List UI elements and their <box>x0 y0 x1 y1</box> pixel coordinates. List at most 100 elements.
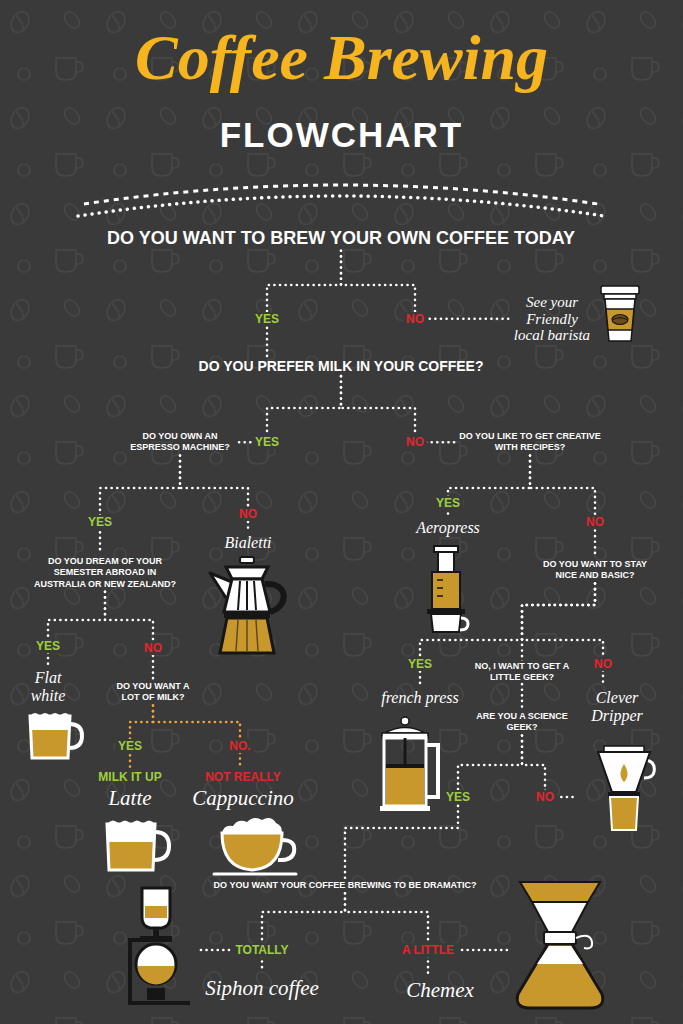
moka-pot-icon <box>210 557 284 653</box>
question-node: ARE YOU A SCIENCE GEEK? <box>466 709 578 736</box>
edge-label: NO <box>403 435 427 449</box>
node-text: DO YOU DREAM OF YOUR SEMESTER ABROAD IN … <box>28 556 182 590</box>
edge-label: YES <box>115 739 145 753</box>
connector <box>522 584 595 710</box>
node-text: DO YOU WANT TO BREW YOUR OWN COFFEE TODA… <box>107 228 575 249</box>
question-node: DO YOU DREAM OF YOUR SEMESTER ABROAD IN … <box>26 554 184 592</box>
edge-label: YES <box>405 657 435 671</box>
aeropress-icon <box>438 552 454 572</box>
connector <box>262 893 345 972</box>
edge-label: A LITTLE <box>399 943 457 957</box>
takeaway-cup-icon <box>613 318 627 320</box>
result-node: Bialetti <box>222 532 273 554</box>
connector <box>420 584 595 688</box>
takeaway-cup-icon <box>605 299 635 341</box>
moka-pot-icon <box>238 581 256 610</box>
chemex-icon <box>517 882 603 1008</box>
french-press-icon <box>426 745 438 797</box>
node-text: DO YOU WANT A LOT OF MILK? <box>108 681 198 704</box>
chemex-icon <box>537 946 583 964</box>
flat-white-cup-icon <box>30 716 70 730</box>
clever-dripper-icon <box>598 746 654 830</box>
aeropress-icon <box>432 572 460 609</box>
siphon-icon <box>130 888 190 1003</box>
result-node: Flat white <box>22 667 74 706</box>
edge-label: NO <box>583 515 607 529</box>
node-text: Siphon coffee <box>205 977 319 1000</box>
node-text: DO YOU LIKE TO GET CREATIVE WITH RECIPES… <box>459 431 601 454</box>
result-node: Siphon coffee <box>203 972 321 1002</box>
title-divider <box>78 185 604 216</box>
connector <box>345 736 522 879</box>
result-node: NOT REALLYCappuccino <box>190 768 295 812</box>
latte-glass-icon <box>154 832 169 860</box>
chemex-icon <box>576 936 592 949</box>
clever-dripper-icon <box>598 752 650 792</box>
edge-label: NO <box>236 507 260 521</box>
french-press-icon <box>386 764 424 768</box>
edge-label: NO. <box>226 739 253 753</box>
edge-label: NO <box>403 312 427 326</box>
latte-glass-icon <box>107 824 155 870</box>
subtitle: FLOWCHART <box>0 117 683 152</box>
moka-pot-icon <box>226 567 268 579</box>
connector <box>522 736 576 798</box>
moka-pot-icon <box>265 584 284 612</box>
edge-label: YES <box>33 639 63 653</box>
french-press-icon <box>380 717 438 811</box>
flat-white-cup-icon <box>69 724 82 748</box>
latte-glass-icon <box>107 821 155 825</box>
siphon-icon <box>130 938 190 1003</box>
node-text: See your Friendly local barista <box>512 294 592 344</box>
aeropress-icon <box>427 546 468 632</box>
french-press-icon <box>386 768 424 805</box>
connector <box>530 456 595 558</box>
result-node: MILK IT UPLatte <box>96 768 163 812</box>
edge-label: YES <box>252 312 282 326</box>
connector <box>345 893 428 974</box>
title-divider <box>84 185 598 204</box>
takeaway-cup-icon <box>612 315 628 325</box>
french-press-icon <box>401 717 409 725</box>
french-press-icon <box>385 728 425 734</box>
node-text: Cappuccino <box>192 787 293 810</box>
flat-white-cup-icon <box>30 716 70 758</box>
connector <box>105 592 153 679</box>
chemex-icon <box>520 882 600 902</box>
edge-label: YES <box>443 790 473 804</box>
node-text: DO YOU OWN AN ESPRESSO MACHINE? <box>126 431 234 454</box>
question-node: DO YOU WANT TO STAY NICE AND BASIC? <box>534 557 656 584</box>
takeaway-cup-icon <box>601 286 639 341</box>
question-node: DO YOU OWN AN ESPRESSO MACHINE? <box>124 429 236 456</box>
node-text: Chemex <box>406 979 474 1002</box>
question-node: DO YOU WANT TO BREW YOUR OWN COFFEE TODA… <box>105 226 577 251</box>
clever-dripper-icon <box>610 797 638 830</box>
cappuccino-cup-icon <box>222 833 282 870</box>
question-node: DO YOU LIKE TO GET CREATIVE WITH RECIPES… <box>457 429 603 456</box>
chemex-icon <box>544 932 576 944</box>
edge-label: NO <box>591 657 615 671</box>
french-press-icon <box>404 738 407 766</box>
question-node: DO YOU WANT A LOT OF MILK? <box>106 679 200 706</box>
edge-label: YES <box>85 515 115 529</box>
latte-glass-icon <box>107 821 169 871</box>
result-node: See your Friendly local barista <box>510 292 594 346</box>
siphon-icon <box>145 906 167 918</box>
moka-pot-icon <box>236 620 258 651</box>
siphon-icon <box>130 938 140 942</box>
takeaway-cup-icon <box>606 309 634 330</box>
cappuccino-cup-icon <box>214 818 296 874</box>
result-node: Aeropress <box>414 517 482 539</box>
question-node: DO YOU WANT YOUR COFFEE BREWING TO BE DR… <box>212 878 479 893</box>
cappuccino-cup-icon <box>214 873 296 876</box>
node-text: french press <box>381 689 458 707</box>
chemex-icon <box>532 902 588 932</box>
moka-pot-icon <box>240 557 254 563</box>
node-text: Latte <box>98 787 161 810</box>
flat-white-cup-icon <box>30 713 70 716</box>
aeropress-icon <box>437 580 443 596</box>
clever-dripper-icon <box>621 764 628 782</box>
connector <box>341 251 510 319</box>
french-press-icon <box>380 806 430 811</box>
